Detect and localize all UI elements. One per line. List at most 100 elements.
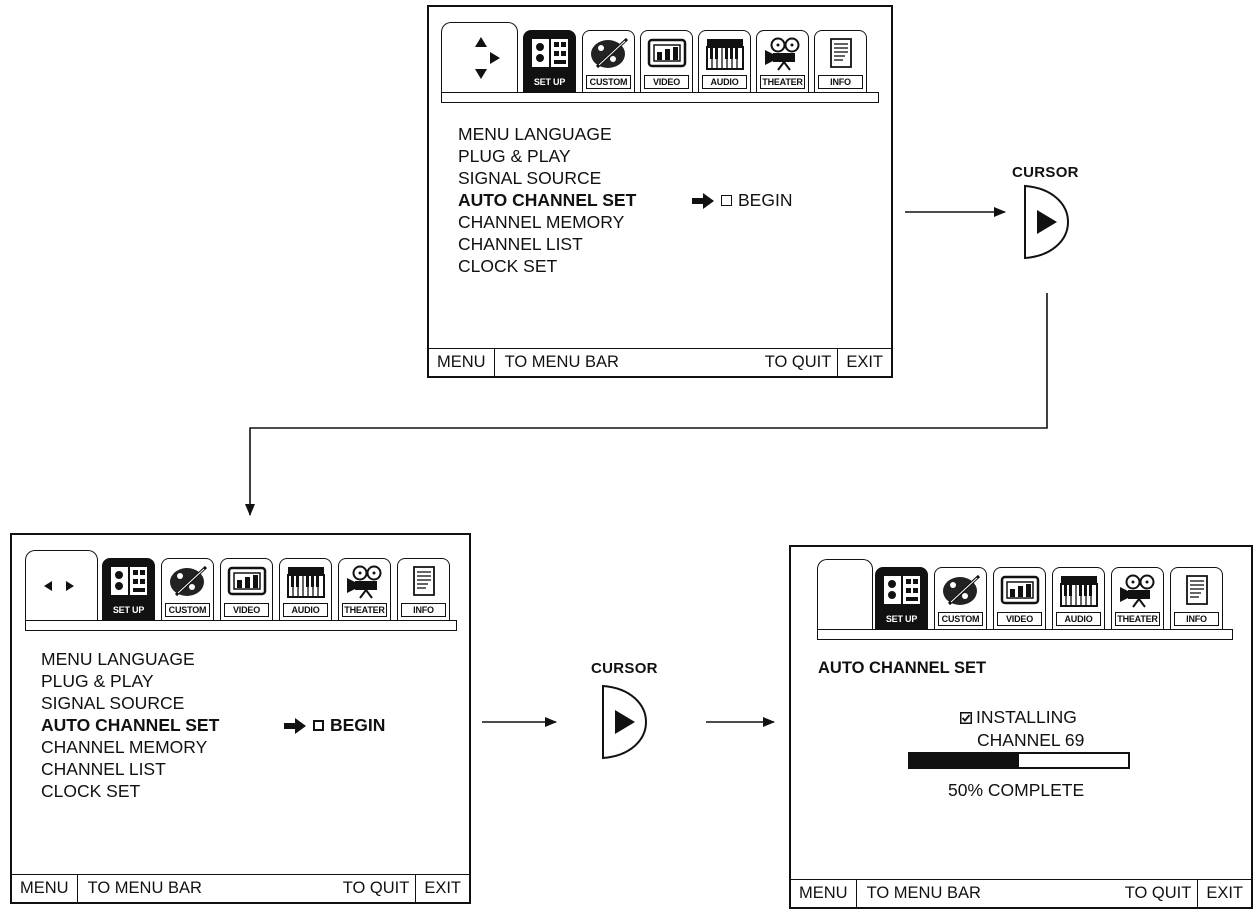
film-projector-icon bbox=[765, 37, 800, 71]
video-screen-icon bbox=[227, 566, 267, 596]
menu-item-channel-memory[interactable]: CHANNEL MEMORY bbox=[41, 737, 208, 757]
tab-theater[interactable]: THEATER bbox=[1111, 567, 1164, 629]
palette-icon bbox=[943, 574, 981, 606]
footer-exit-key[interactable]: EXIT bbox=[424, 879, 461, 897]
footer-menu-key[interactable]: MENU bbox=[12, 875, 78, 902]
checkbox-checked-icon bbox=[960, 711, 972, 724]
tab-underline-bar bbox=[441, 92, 879, 103]
install-progress-bar bbox=[908, 752, 1130, 769]
footer-to-menu-bar: TO MENU BAR bbox=[504, 353, 619, 371]
menu-item-menu-language[interactable]: MENU LANGUAGE bbox=[458, 124, 612, 144]
tab-audio[interactable]: AUDIO bbox=[1052, 567, 1105, 629]
tab-underline-bar bbox=[817, 629, 1233, 640]
tab-video[interactable]: VIDEO bbox=[993, 567, 1046, 629]
tab-setup[interactable]: SET UP bbox=[102, 558, 155, 620]
tab-navigation[interactable] bbox=[25, 550, 98, 620]
tab-custom[interactable]: CUSTOM bbox=[582, 30, 635, 92]
menu-item-signal-source[interactable]: SIGNAL SOURCE bbox=[41, 693, 185, 713]
menu-item-channel-list[interactable]: CHANNEL LIST bbox=[41, 759, 166, 779]
begin-label: BEGIN bbox=[738, 190, 793, 210]
menu-item-clock-set[interactable]: CLOCK SET bbox=[41, 781, 141, 801]
footer-hints: TO MENU BAR TO QUIT bbox=[495, 349, 839, 376]
menu-tab-bar: SET UP CUSTOM VIDEO AUDIO THEATER INFO bbox=[817, 559, 1233, 640]
right-arrow-icon bbox=[692, 192, 714, 209]
tab-video[interactable]: VIDEO bbox=[640, 30, 693, 92]
checkbox-empty-icon bbox=[721, 195, 732, 206]
menu-item-channel-list[interactable]: CHANNEL LIST bbox=[458, 234, 583, 254]
channel-number: CHANNEL 69 bbox=[977, 730, 1085, 750]
film-projector-icon bbox=[347, 565, 382, 599]
keyboard-icon bbox=[706, 39, 744, 70]
tab-theater[interactable]: THEATER bbox=[756, 30, 809, 92]
tab-setup[interactable]: SET UP bbox=[875, 567, 928, 629]
info-document-icon bbox=[830, 38, 852, 68]
checkbox-empty-icon bbox=[313, 720, 324, 731]
tab-label: AUDIO bbox=[283, 603, 328, 617]
footer-hints: TO MENU BAR TO QUIT bbox=[78, 875, 417, 902]
menu-tab-bar: SET UP CUSTOM VIDEO AUDIO THEATER INFO bbox=[441, 22, 879, 103]
footer-menu-key[interactable]: MENU bbox=[429, 349, 495, 376]
install-progress-fill bbox=[910, 754, 1019, 767]
footer-hints: TO MENU BAR TO QUIT bbox=[857, 880, 1199, 907]
footer-to-menu-bar: TO MENU BAR bbox=[87, 879, 202, 897]
tab-label: THEATER bbox=[1115, 612, 1160, 626]
cursor-right-button-icon[interactable] bbox=[600, 684, 650, 760]
tab-video[interactable]: VIDEO bbox=[220, 558, 273, 620]
begin-option[interactable]: BEGIN bbox=[283, 715, 385, 736]
footer-exit-key[interactable]: EXIT bbox=[846, 353, 883, 371]
menu-item-signal-source[interactable]: SIGNAL SOURCE bbox=[458, 168, 602, 188]
tab-label: THEATER bbox=[760, 75, 805, 89]
tab-label: CUSTOM bbox=[938, 612, 983, 626]
begin-label: BEGIN bbox=[330, 715, 386, 735]
tab-label: VIDEO bbox=[224, 603, 269, 617]
menu-item-plug-and-play[interactable]: PLUG & PLAY bbox=[41, 671, 154, 691]
installing-label: INSTALLING bbox=[976, 707, 1077, 727]
footer-exit-key[interactable]: EXIT bbox=[1206, 884, 1243, 902]
footer-menu-key[interactable]: MENU bbox=[791, 880, 857, 907]
keyboard-icon bbox=[1060, 576, 1098, 607]
tv-menu-screen-setup-selected: SET UP CUSTOM VIDEO AUDIO THEATER INFO bbox=[10, 533, 471, 904]
right-arrow-icon bbox=[284, 717, 306, 734]
tab-label: AUDIO bbox=[1056, 612, 1101, 626]
tab-label: VIDEO bbox=[644, 75, 689, 89]
tab-theater[interactable]: THEATER bbox=[338, 558, 391, 620]
menu-item-clock-set[interactable]: CLOCK SET bbox=[458, 256, 558, 276]
menu-item-auto-channel-set[interactable]: AUTO CHANNEL SET bbox=[458, 190, 637, 210]
info-document-icon bbox=[413, 566, 435, 596]
tab-label: CUSTOM bbox=[586, 75, 631, 89]
footer-to-quit: TO QUIT bbox=[764, 353, 832, 371]
tab-info[interactable]: INFO bbox=[1170, 567, 1223, 629]
progress-percent-text: 50% COMPLETE bbox=[948, 780, 1085, 800]
menu-tab-bar: SET UP CUSTOM VIDEO AUDIO THEATER INFO bbox=[25, 550, 457, 631]
tab-info[interactable]: INFO bbox=[397, 558, 450, 620]
footer-to-quit: TO QUIT bbox=[1124, 884, 1192, 902]
tab-label: SET UP bbox=[527, 75, 572, 89]
tv-auto-channel-progress-screen: SET UP CUSTOM VIDEO AUDIO THEATER INFO bbox=[789, 545, 1253, 909]
menu-item-plug-and-play[interactable]: PLUG & PLAY bbox=[458, 146, 571, 166]
cursor-right-button-icon[interactable] bbox=[1022, 184, 1072, 260]
tab-audio[interactable]: AUDIO bbox=[279, 558, 332, 620]
info-document-icon bbox=[1186, 575, 1208, 605]
palette-icon bbox=[170, 565, 208, 597]
footer-to-menu-bar: TO MENU BAR bbox=[866, 884, 981, 902]
tab-setup[interactable]: SET UP bbox=[523, 30, 576, 92]
setup-menu-list: MENU LANGUAGE PLUG & PLAY SIGNAL SOURCE … bbox=[41, 648, 219, 802]
tab-audio[interactable]: AUDIO bbox=[698, 30, 751, 92]
tab-label: THEATER bbox=[342, 603, 387, 617]
tab-label: SET UP bbox=[879, 612, 924, 626]
setup-panel-icon bbox=[884, 576, 920, 604]
menu-item-auto-channel-set[interactable]: AUTO CHANNEL SET bbox=[41, 715, 220, 735]
tab-label: SET UP bbox=[106, 603, 151, 617]
cursor-label: CURSOR bbox=[591, 660, 658, 677]
tab-navigation[interactable] bbox=[817, 559, 873, 629]
tab-label: INFO bbox=[401, 603, 446, 617]
tv-menu-screen-setup: SET UP CUSTOM VIDEO AUDIO THEATER INFO bbox=[427, 5, 893, 378]
begin-option[interactable]: BEGIN bbox=[691, 190, 792, 211]
menu-item-channel-memory[interactable]: CHANNEL MEMORY bbox=[458, 212, 625, 232]
tab-info[interactable]: INFO bbox=[814, 30, 867, 92]
menu-item-menu-language[interactable]: MENU LANGUAGE bbox=[41, 649, 195, 669]
tab-custom[interactable]: CUSTOM bbox=[161, 558, 214, 620]
tab-custom[interactable]: CUSTOM bbox=[934, 567, 987, 629]
tab-navigation[interactable] bbox=[441, 22, 518, 92]
